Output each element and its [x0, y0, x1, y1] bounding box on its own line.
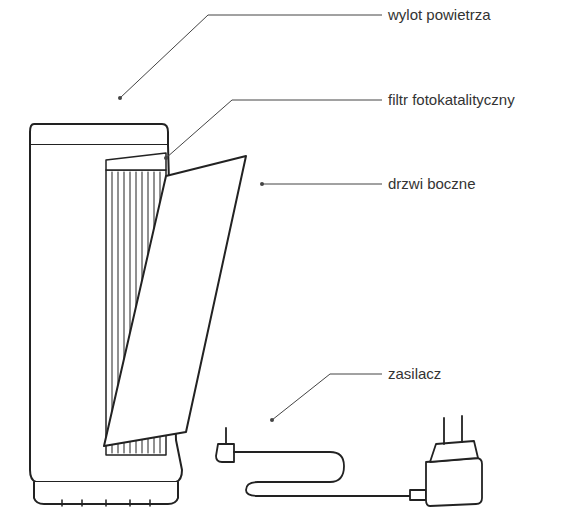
plug-strain: [234, 451, 262, 453]
cable: [246, 452, 410, 496]
leader-line: [166, 100, 382, 158]
leader-lines: [120, 15, 382, 420]
leader-dot: [118, 96, 122, 100]
power-supply: [216, 416, 482, 506]
part-label: zasilacz: [386, 365, 443, 383]
leader-dot: [260, 182, 264, 186]
foot-mark: [61, 500, 63, 506]
leader-dot: [270, 418, 274, 422]
cable-boot: [410, 490, 426, 500]
outlet-cap: [30, 124, 168, 145]
foot-mark: [81, 500, 83, 506]
prongs: [444, 416, 462, 444]
leader-dot: [164, 156, 168, 160]
adapter: [426, 458, 482, 506]
part-label: drzwi boczne: [386, 175, 478, 193]
side-door: [104, 156, 246, 446]
filter-top: [106, 153, 166, 170]
adapter-plug-base: [430, 441, 478, 462]
leader-line: [272, 374, 382, 420]
part-label: wylot powietrza: [386, 6, 493, 24]
leader-line: [262, 184, 382, 185]
foot-mark: [129, 500, 131, 506]
foot-mark: [149, 500, 151, 506]
part-label: filtr fotokatalityczny: [386, 91, 517, 109]
leader-dots: [118, 96, 274, 422]
base-feet: [62, 500, 150, 506]
leader-line: [120, 15, 382, 98]
dc-plug: [216, 444, 234, 462]
foot-mark: [105, 500, 107, 506]
